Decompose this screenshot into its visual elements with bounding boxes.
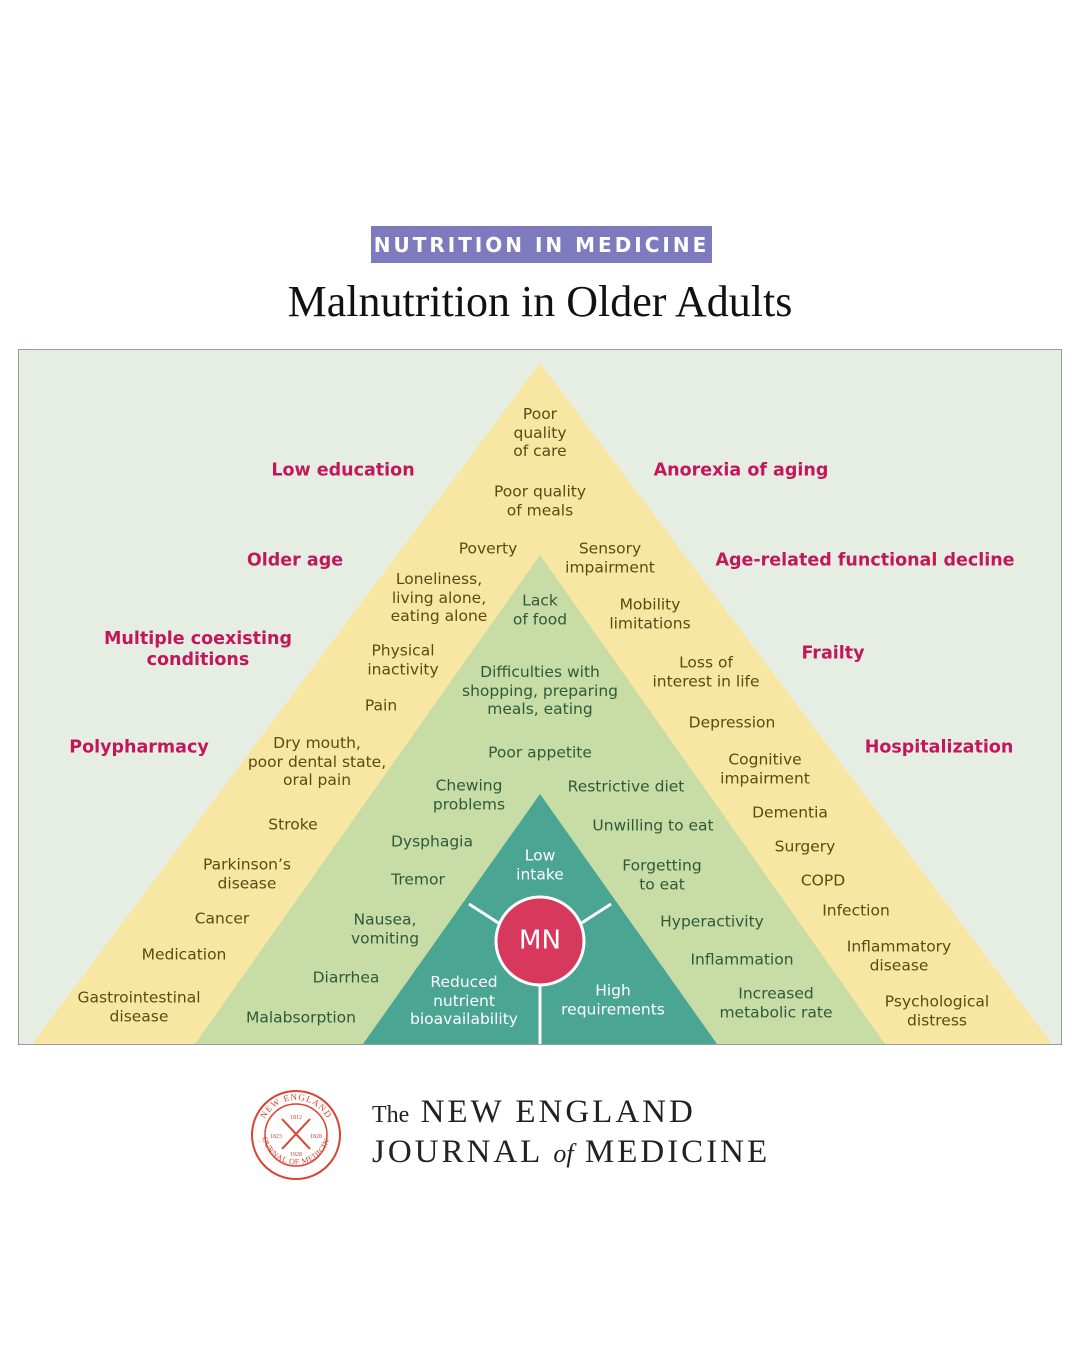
- yellow-label: Depression: [688, 713, 776, 732]
- journal-new-england: NEW ENGLAND: [420, 1094, 696, 1130]
- seal-year: 1823: [270, 1134, 282, 1140]
- yellow-label: Loneliness,living alone,eating alone: [390, 570, 488, 626]
- page-title: Malnutrition in Older Adults: [287, 277, 793, 326]
- green-label: Malabsorption: [246, 1008, 356, 1027]
- outer-label: Hospitalization: [864, 737, 1014, 758]
- outer-label: Polypharmacy: [69, 737, 209, 758]
- green-label: Diarrhea: [312, 968, 380, 987]
- journal-seal-icon: NEW ENGLAND JOURNAL OF MEDICINE 1812 182…: [250, 1089, 341, 1180]
- outer-label: Older age: [246, 550, 344, 571]
- yellow-label: Poverty: [458, 539, 518, 558]
- yellow-label: Infection: [822, 901, 890, 920]
- seal-year: 1812: [290, 1115, 302, 1121]
- green-label: Restrictive diet: [567, 777, 685, 796]
- outer-label: Low education: [271, 460, 415, 481]
- seal-year: 1828: [310, 1134, 322, 1140]
- green-label: Inflammation: [690, 950, 794, 969]
- journal-journal: JOURNAL: [372, 1134, 543, 1170]
- section-tag: NUTRITION IN MEDICINE: [371, 226, 712, 263]
- green-label: Poor appetite: [488, 743, 592, 762]
- journal-name-line2: JOURNAL of MEDICINE: [372, 1134, 770, 1171]
- outer-label: Frailty: [801, 643, 865, 664]
- mn-center-label: MN: [519, 925, 561, 956]
- yellow-label: Dementia: [752, 803, 828, 822]
- outer-label: Anorexia of aging: [653, 460, 829, 481]
- green-label: Dysphagia: [391, 832, 473, 851]
- yellow-label: Dry mouth,poor dental state,oral pain: [247, 734, 387, 790]
- journal-name-line1: The NEW ENGLAND: [372, 1094, 696, 1131]
- green-label: Hyperactivity: [660, 912, 764, 931]
- green-label: Unwilling to eat: [592, 816, 714, 835]
- core-divider-left: [468, 902, 501, 926]
- pyramid-graphic: [32, 363, 1052, 1044]
- core-divider-right: [579, 902, 612, 926]
- green-label: Nausea,vomiting: [350, 910, 420, 947]
- seal-year: 1928: [290, 1152, 302, 1158]
- yellow-label: Stroke: [268, 815, 318, 834]
- journal-the: The: [372, 1102, 410, 1128]
- yellow-label: Cancer: [194, 909, 250, 928]
- outer-label: Age-related functional decline: [715, 550, 1015, 571]
- mn-circle: [494, 895, 586, 987]
- yellow-label: Pain: [364, 696, 398, 715]
- green-label: Tremor: [391, 870, 445, 889]
- journal-medicine: MEDICINE: [584, 1134, 771, 1170]
- yellow-label: Surgery: [774, 837, 836, 856]
- yellow-label: Medication: [141, 945, 227, 964]
- journal-of: of: [553, 1139, 574, 1168]
- yellow-label: COPD: [800, 871, 846, 890]
